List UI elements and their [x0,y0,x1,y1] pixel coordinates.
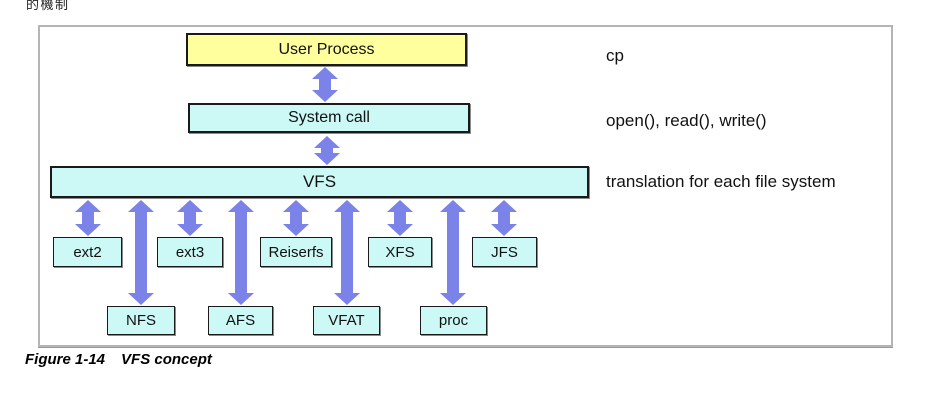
fs-box-vfat: VFAT [313,306,380,335]
fs-box-afs: AFS [208,306,273,335]
clipped-top-text: 的機制 [26,0,70,12]
annotation-cp: cp [606,46,624,65]
figure-caption-label: Figure 1-14 [25,351,106,368]
vfs-box: VFS [50,166,589,198]
system-call-box: System call [188,103,470,133]
fs-box-reiserfs: Reiserfs [260,237,332,267]
annotation-translation: translation for each file system [606,172,836,191]
fs-box-xfs: XFS [368,237,432,267]
fs-box-ext2: ext2 [53,237,122,267]
figure-caption-title: VFS concept [121,351,212,368]
fs-box-ext3: ext3 [157,237,223,267]
fs-box-nfs: NFS [107,306,175,335]
fs-box-proc: proc [420,306,487,335]
annotation-syscalls: open(), read(), write() [606,111,767,130]
figure-caption: Figure 1-14 VFS concept [25,351,212,368]
fs-box-jfs: JFS [472,237,537,267]
user-process-box: User Process [186,33,467,66]
